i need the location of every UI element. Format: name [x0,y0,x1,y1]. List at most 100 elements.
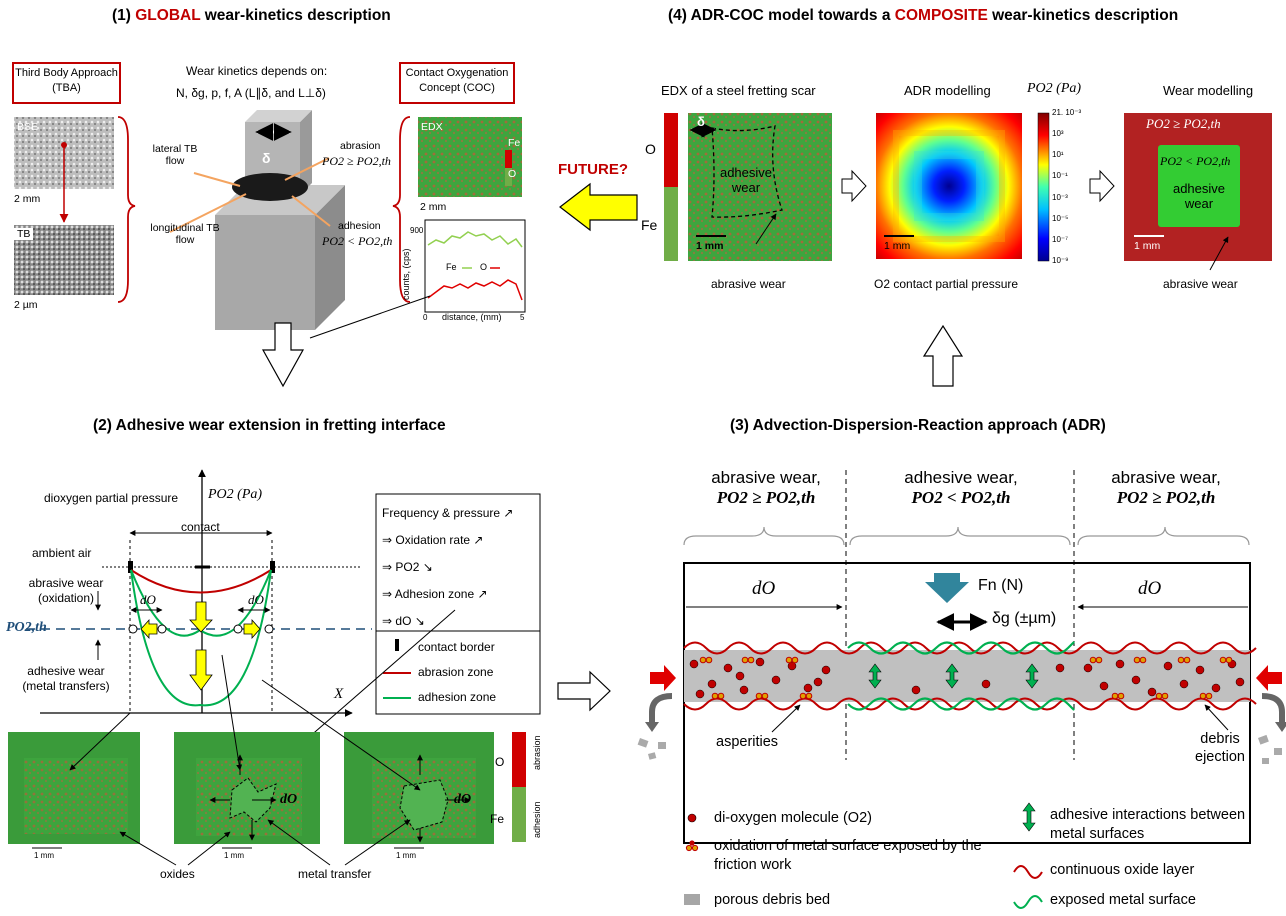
lateral-flow-label: lateral TB flow [152,143,198,167]
p2-abrasion-vertical: abrasion [532,735,542,770]
oxidation-site [791,656,799,664]
p2-scale-3: 1 mm [396,851,416,860]
graph-ylabel: counts, (cps) [401,248,411,300]
adhesive-interaction [868,663,882,689]
title-p4-emph: COMPOSITE [894,7,988,24]
contact-box [683,562,1251,844]
edx-scale: 2 mm [420,201,447,213]
o2-molecule [689,659,699,669]
p2-abrasive: abrasive wear (oxidation) [28,576,104,605]
p2-legend-adhesion: adhesion zone [418,690,497,704]
scale-2um: 2 µm [14,299,38,311]
title-panel2: (2) Adhesive wear extension in fretting … [93,417,446,434]
colorbar-tick: 10⁻⁷ [1052,234,1069,244]
p3-do-right: dO [1138,578,1162,599]
p3-fn: Fn (N) [978,577,1024,594]
p2-box-line: ⇒ dO ↘ [382,614,425,628]
title-panel4: (4) ADR-COC model towards a COMPOSITE we… [668,7,1178,25]
o2-molecule [755,657,765,667]
longitudinal-flow-label: longitudinal TB flow [150,222,220,246]
graph-legend-fe: Fe [446,262,457,272]
oxidation-site [755,692,763,700]
p2-do-right: dO [248,592,264,607]
p2-legend-border: contact border [418,640,495,654]
p4-abrasive-wear-edx: abrasive wear [711,277,786,291]
adhesive-interaction [945,663,959,689]
o-label: O [645,141,656,157]
graph-x0: 0 [423,313,428,322]
o2-molecule [1179,679,1189,689]
p2-scale-2: 1 mm [224,851,244,860]
oxidation-site [711,692,719,700]
p2-ambient: ambient air [32,546,92,560]
adr-title: ADR modelling [904,83,991,98]
p3-hdr-right-1: abrasive wear, [1111,468,1221,487]
p3-hdr-right: abrasive wear,PO2 ≥ PO2,th [1086,468,1246,508]
o2-molecule [1195,665,1205,675]
p3-dg: δg (±µm) [992,610,1057,627]
p3-hdr-left-1: abrasive wear, [711,468,821,487]
o2-pressure-label: O2 contact partial pressure [874,277,1019,291]
p2-x-axis: X [334,686,344,702]
o2-molecule [739,685,749,695]
title-panel3: (3) Advection-Dispersion-Reaction approa… [730,417,1106,434]
oxidation-site [1183,656,1191,664]
oxidation-site [1161,692,1169,700]
o2-molecule [1115,659,1125,669]
wear-depends: Wear kinetics depends on: [186,64,328,78]
o2-molecule [787,661,797,671]
oxidation-site [1117,692,1125,700]
o2-molecule [1235,677,1245,687]
p2-box-line: ⇒ PO2 ↘ [382,560,433,574]
p3-hdr-mid-1: adhesive wear, [904,468,1018,487]
o2-molecule [707,679,717,689]
p3-debris: debris ejection [1195,731,1245,765]
p3-legend-oxide-layer: continuous oxide layer [1050,862,1195,878]
o2-molecule [735,671,745,681]
p4-scale-adr: 1 mm [884,240,911,252]
p2-info-box [375,493,541,715]
tb-label: TB [14,228,34,240]
title-p1-emph: GLOBAL [135,7,201,24]
up-arrow [922,324,964,387]
o2-molecule [1163,661,1173,671]
oxygen-molecules [689,656,1245,700]
o2-molecule [803,683,813,693]
title-p4-prefix: (4) ADR-COC model towards a [668,7,895,24]
oxidation-site [799,692,807,700]
wear-abrasive: abrasive wear [1163,277,1238,291]
edx-title: EDX of a steel fretting scar [661,83,816,98]
coc-box: Contact Oxygenation Concept (COC) [399,62,515,104]
p4-scale-edx: 1 mm [696,240,724,252]
colorbar-tick: 10⁻¹ [1052,171,1068,181]
oxidation-site [1199,692,1207,700]
p3-legend-o2: di-oxygen molecule (O2) [714,810,872,826]
p3-hdr-left-2: PO2 ≥ PO2,th [716,488,816,507]
o2-molecule [771,675,781,685]
p3-legend-debris: porous debris bed [714,892,831,908]
p3-hdr-mid: adhesive wear,PO2 < PO2,th [866,468,1056,508]
p2-box-line: Frequency & pressure ↗ [382,506,514,520]
graph-legend-o: O [480,262,488,272]
wear-title: Wear modelling [1163,83,1254,98]
scale-2mm: 2 mm [14,193,41,205]
o2-molecule [1131,675,1141,685]
colorbar [1037,112,1050,262]
o2-molecule [821,665,831,675]
p3-legend-oxidation: oxidation of metal surface exposed by th… [714,838,982,873]
colorbar-tick: 21. 10⁻³ [1052,108,1082,117]
oxidation-site [1139,656,1147,664]
edx-image [418,117,522,197]
edx-label: EDX [421,121,443,133]
oxidation-site [1225,656,1233,664]
oxidation-site [1205,692,1213,700]
p2-adhesive: adhesive wear (metal transfers) [22,664,110,693]
p3-legend-adhesive: adhesive interactions between metal surf… [1050,807,1246,842]
wear-params: N, δg, p, f, A (L∥δ, and L⊥δ) [176,86,326,100]
p2-contact: contact [181,520,220,534]
p2-oxides: oxides [160,867,195,881]
oxidation-site [1133,656,1141,664]
down-arrow [261,322,305,388]
